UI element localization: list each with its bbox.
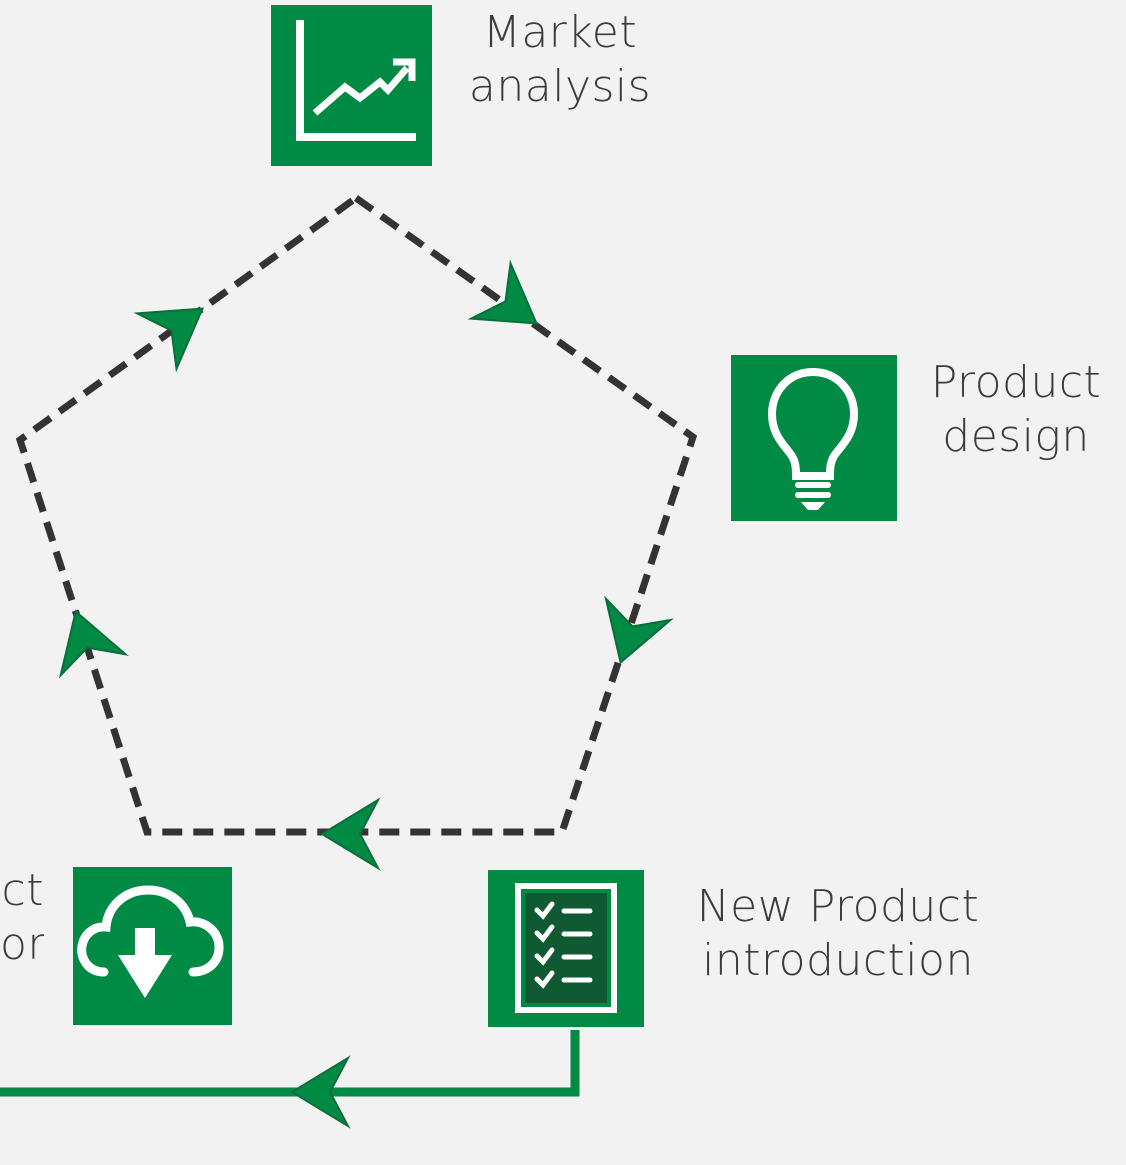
npi-label: New Product introduction: [696, 881, 980, 986]
cloud-download-icon: [77, 885, 224, 998]
npi-tile: [488, 870, 644, 1027]
cycle-arrow-market-to-design: [467, 259, 539, 325]
market-analysis-label: Market analysis: [468, 7, 652, 112]
line-chart-icon: [296, 20, 416, 141]
product-design-label: Product design: [930, 357, 1102, 462]
product-design-tile: [731, 355, 897, 521]
product-support-tile: [73, 867, 232, 1025]
market-analysis-tile: [271, 5, 432, 166]
product-support-label: ct ort: [0, 865, 44, 970]
exit-arrow: [290, 1055, 351, 1129]
lightbulb-icon: [767, 367, 859, 510]
cycle-arrow-support-to-left: [58, 609, 129, 679]
cycle-arrow-design-to-npi: [604, 595, 674, 665]
cycle-path: [15, 195, 698, 836]
cycle-arrow-npi-to-support: [320, 797, 381, 871]
exit-path: [0, 1030, 580, 1097]
cycle-arrow-to-market: [133, 307, 205, 373]
checklist-icon: [515, 883, 617, 1013]
